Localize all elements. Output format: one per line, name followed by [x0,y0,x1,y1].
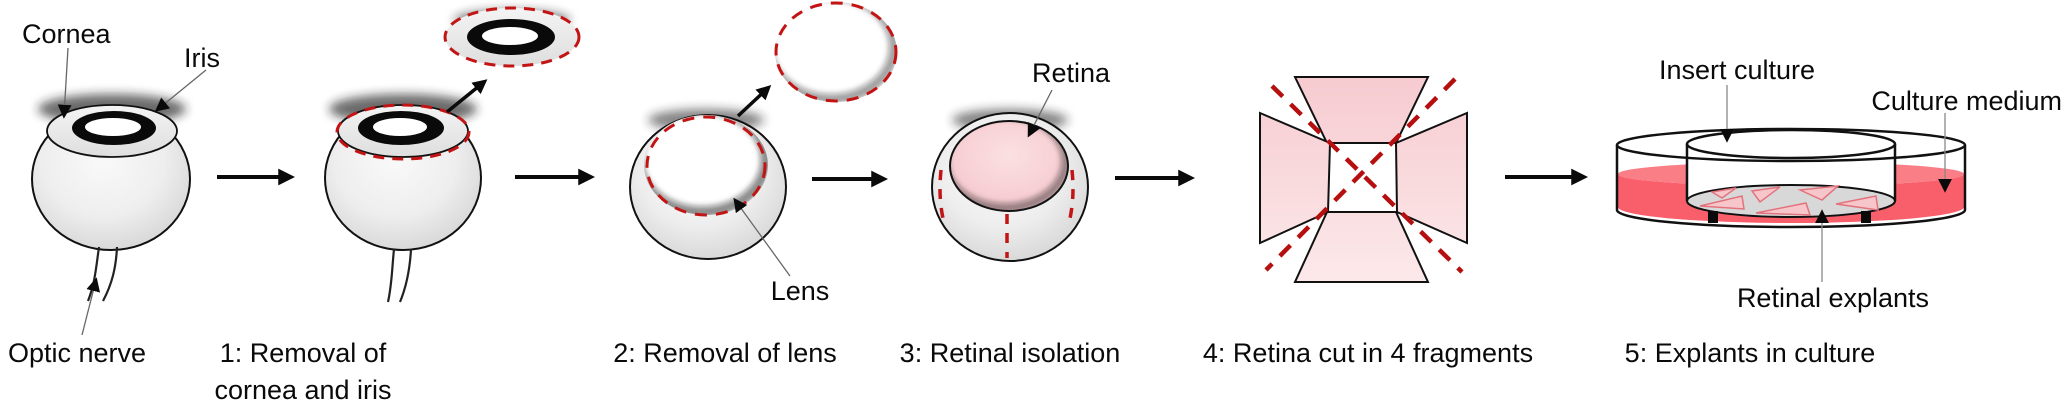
iris-label: Iris [184,43,220,73]
retinal-explant-fragments [1699,185,1879,216]
lens-inner-shadow [775,2,897,102]
excised-lens-body [775,2,897,102]
explant-fragment [1835,195,1879,211]
cut-line-diagonal-2 [1264,77,1457,272]
retina-label: Retina [1032,58,1111,88]
step5-caption: 5: Explants in culture [1625,338,1876,368]
optic-nerve-fiber-right [102,246,119,302]
explant-fragment [1750,186,1781,204]
optic-nerve-fiber-left [386,248,396,303]
inner-shadow-arc [775,2,897,102]
cut-line-diagonal-1 [1270,84,1464,274]
inner-shadow-arc [950,121,1068,211]
explant-fragment [1699,195,1745,210]
excised-lens [774,1,898,103]
explant-culture-panel: Insert culture Culture medium Retinal ex… [1615,55,2062,368]
explant-fragment [1709,187,1737,199]
sclera-cut-line-right [1067,169,1075,224]
insert-top-rim [1685,128,1897,160]
lens-cut-border [774,1,898,103]
lens-label: Lens [771,276,830,306]
optic-nerve-label: Optic nerve [8,338,146,368]
intact-eye-panel: Cornea Iris Optic nerve [8,19,220,368]
step1-caption-line2: cornea and iris [214,375,391,405]
retina-fragment-top [1293,76,1430,144]
step3-caption: 3: Retinal isolation [900,338,1121,368]
cornea-cut-line [335,103,471,161]
extraction-arrow [445,79,488,114]
insert-foot-left [1708,211,1718,223]
retinal-explants-label: Retinal explants [1737,283,1929,313]
lens-pointer-line [733,197,791,277]
step1-caption-line1: 1: Removal of [220,338,387,368]
dish-top-rim [1615,127,1967,163]
explant-fragment [1755,202,1812,216]
pupil-opening [482,27,538,45]
lens-removal-panel: Lens 2: Removal of lens [613,1,898,368]
retina-inner-shadow [950,121,1068,211]
retinal-isolation-panel: Retina 3: Retinal isolation [900,58,1121,368]
retina-pointer-line [1027,89,1053,138]
cornea-iris-removal-panel: 1: Removal of cornea and iris [214,6,581,405]
optic-nerve-fiber-left [86,246,101,302]
cornea-pointer-line [57,47,72,119]
pupil-opening [85,118,141,136]
explant-fragment [1797,185,1841,201]
retina-fragments-panel: 4: Retina cut in 4 fragments [1203,76,1533,368]
pupil-opening [373,118,427,136]
lens-cut-line [645,115,767,217]
excised-cornea-iris [443,6,581,68]
step4-caption: 4: Retina cut in 4 fragments [1203,338,1533,368]
sclera-cut-line-left [938,169,946,224]
lens-cavity [644,115,768,215]
optic-nerve-pointer-line [81,277,101,336]
lens-cavity-inner-shadow [644,115,768,215]
insert-culture-label: Insert culture [1659,55,1815,85]
step2-caption: 2: Removal of lens [613,338,837,368]
retina-fragment-right [1394,111,1468,245]
optic-nerve-fiber-right [398,248,413,303]
iris-pointer-line [154,69,207,112]
culture-medium-label: Culture medium [1871,86,2062,116]
dish-bottom [1615,209,1967,229]
inner-shadow-arc [644,115,768,215]
extraction-arrow [736,84,772,118]
retina-fragment-bottom [1293,211,1430,283]
cornea-label: Cornea [22,19,112,49]
insert-foot-right [1861,211,1871,223]
disc-cut-border [443,6,581,68]
